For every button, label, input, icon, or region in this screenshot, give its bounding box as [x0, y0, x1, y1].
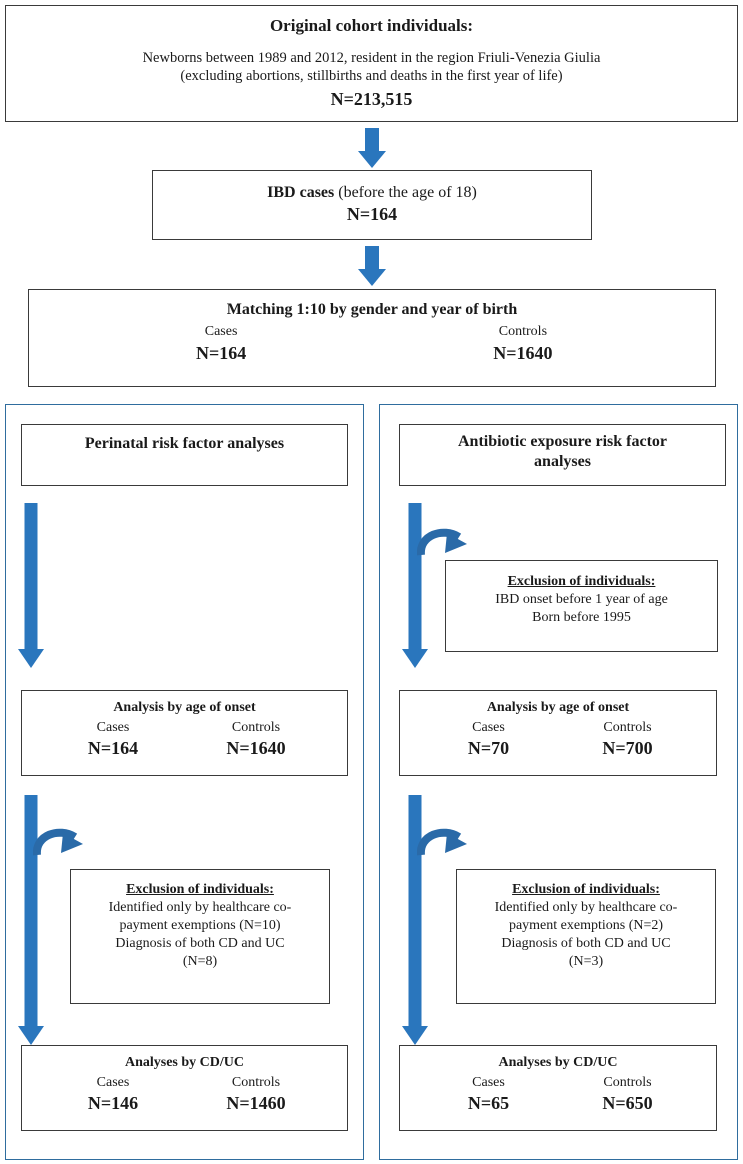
- arrow-antibiotic-to-age-onset: [399, 503, 431, 668]
- curved-arrow-perinatal-exclusion: [32, 825, 87, 875]
- curved-arrow-icon: [32, 828, 83, 856]
- ibd-cases-title-bold: IBD cases: [267, 184, 335, 201]
- original-cohort-title: Original cohort individuals:: [269, 16, 474, 35]
- curved-arrow-icon: [416, 528, 467, 556]
- perinatal-exclusion-line2: payment exemptions (N=10): [119, 917, 281, 933]
- antibiotic-exclusion-line4: (N=3): [568, 953, 604, 969]
- cases-label: Cases: [472, 719, 505, 735]
- antibiotic-exclusion-top-line1: IBD onset before 1 year of age: [495, 591, 668, 607]
- antibiotic-age-onset-box: Analysis by age of onset Cases Controls N…: [399, 690, 717, 776]
- perinatal-cduc-values: N=146 N=1460: [22, 1092, 347, 1115]
- curved-arrow-antibiotic-exclusion: [416, 825, 471, 875]
- matching-labels-row: Cases Controls: [29, 323, 715, 341]
- arrow-cohort-to-ibd: [357, 128, 387, 168]
- matching-values-row: N=164 N=1640: [29, 342, 715, 365]
- left-panel-perinatal: [5, 404, 364, 1160]
- antibiotic-exclusion-box: Exclusion of individuals: Identified onl…: [456, 869, 716, 1004]
- controls-count: N=1640: [226, 737, 286, 758]
- cases-count: N=65: [467, 1092, 510, 1113]
- curved-arrow-icon: [416, 828, 467, 856]
- cases-label: Cases: [96, 719, 130, 735]
- perinatal-exclusion-line1: Identified only by healthcare co-: [108, 899, 292, 915]
- arrow-head: [402, 1026, 428, 1045]
- original-cohort-count: N=213,515: [330, 88, 413, 109]
- perinatal-age-onset-values: N=164 N=1640: [22, 737, 347, 760]
- antibiotic-exclusion-top-line2: Born before 1995: [532, 609, 631, 625]
- arrow-head: [402, 649, 428, 668]
- perinatal-cduc-labels: Cases Controls: [22, 1074, 347, 1092]
- original-cohort-line1: Newborns between 1989 and 2012, resident…: [142, 49, 601, 66]
- cases-count: N=70: [467, 737, 510, 758]
- arrow-head: [18, 649, 44, 668]
- arrow-head: [18, 1026, 44, 1045]
- matching-cases-label: Cases: [204, 324, 238, 340]
- ibd-cases-box: IBD cases (before the age of 18) N=164: [152, 170, 592, 240]
- controls-count: N=1460: [226, 1092, 286, 1113]
- antibiotic-age-onset-title: Analysis by age of onset: [486, 700, 630, 715]
- perinatal-cduc-title: Analyses by CD/UC: [124, 1055, 244, 1070]
- antibiotic-header-line2: analyses: [534, 453, 591, 471]
- matching-controls-count: N=1640: [493, 343, 553, 364]
- antibiotic-age-onset-labels: Cases Controls: [400, 719, 716, 737]
- matching-title: Matching 1:10 by gender and year of birt…: [226, 301, 518, 318]
- perinatal-exclusion-line4: (N=8): [182, 953, 218, 969]
- perinatal-age-onset-box: Analysis by age of onset Cases Controls N…: [21, 690, 348, 776]
- matching-box: Matching 1:10 by gender and year of birt…: [28, 289, 716, 387]
- antibiotic-exclusion-line2: payment exemptions (N=2): [508, 917, 664, 933]
- antibiotic-cduc-values: N=65 N=650: [400, 1092, 716, 1115]
- cases-label: Cases: [96, 1074, 130, 1090]
- arrow-shaft: [408, 503, 422, 651]
- arrow-shaft: [365, 246, 379, 270]
- antibiotic-exclusion-top-box: Exclusion of individuals: IBD onset befo…: [445, 560, 718, 652]
- perinatal-exclusion-title: Exclusion of individuals:: [126, 882, 274, 897]
- antibiotic-exclusion-line1: Identified only by healthcare co-: [494, 899, 678, 915]
- cases-count: N=146: [87, 1092, 139, 1113]
- arrow-shaft: [24, 503, 38, 651]
- perinatal-header-box: Perinatal risk factor analyses: [21, 424, 348, 486]
- arrow-shaft: [365, 128, 379, 152]
- controls-label: Controls: [603, 1074, 652, 1090]
- cases-label: Cases: [472, 1074, 505, 1090]
- controls-label: Controls: [231, 719, 281, 735]
- antibiotic-exclusion-line3: Diagnosis of both CD and UC: [501, 935, 671, 951]
- original-cohort-box: Original cohort individuals: Newborns be…: [5, 5, 738, 122]
- arrow-head: [358, 269, 386, 286]
- antibiotic-cduc-title: Analyses by CD/UC: [498, 1055, 618, 1070]
- arrow-ibd-to-matching: [357, 246, 387, 286]
- perinatal-exclusion-line3: Diagnosis of both CD and UC: [115, 935, 285, 951]
- matching-cases-count: N=164: [195, 343, 247, 364]
- matching-controls-label: Controls: [498, 324, 548, 340]
- perinatal-age-onset-labels: Cases Controls: [22, 719, 347, 737]
- arrow-perinatal-to-age-onset: [15, 503, 47, 668]
- antibiotic-age-onset-values: N=70 N=700: [400, 737, 716, 760]
- ibd-cases-count: N=164: [346, 204, 398, 225]
- perinatal-header-title: Perinatal risk factor analyses: [84, 435, 285, 452]
- curved-arrow-antibiotic-exclusion-top: [416, 525, 471, 575]
- antibiotic-header-box: Antibiotic exposure risk factor analyses: [399, 424, 726, 486]
- antibiotic-exclusion-top-title: Exclusion of individuals:: [507, 574, 656, 589]
- controls-count: N=700: [602, 737, 653, 758]
- arrow-head: [358, 151, 386, 168]
- perinatal-exclusion-box: Exclusion of individuals: Identified onl…: [70, 869, 330, 1004]
- ibd-cases-title: IBD cases (before the age of 18): [153, 183, 591, 203]
- controls-label: Controls: [231, 1074, 281, 1090]
- cases-count: N=164: [87, 737, 139, 758]
- controls-label: Controls: [603, 719, 652, 735]
- antibiotic-cduc-labels: Cases Controls: [400, 1074, 716, 1092]
- antibiotic-exclusion-title: Exclusion of individuals:: [512, 882, 660, 897]
- ibd-cases-title-rest: (before the age of 18): [334, 184, 477, 201]
- antibiotic-header-line1: Antibiotic exposure risk factor: [457, 433, 667, 450]
- controls-count: N=650: [602, 1092, 653, 1113]
- original-cohort-line2: (excluding abortions, stillbirths and de…: [180, 68, 563, 85]
- perinatal-age-onset-title: Analysis by age of onset: [113, 700, 256, 715]
